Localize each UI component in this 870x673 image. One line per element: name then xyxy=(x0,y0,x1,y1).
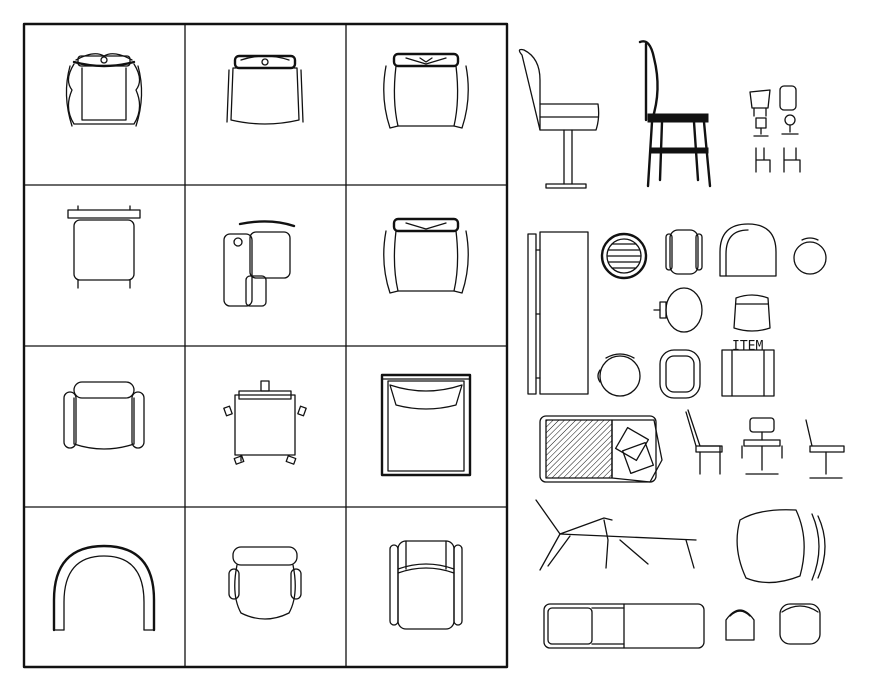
item-label: ITEM xyxy=(732,339,763,354)
deck-chair-icon xyxy=(535,499,697,571)
round-chair-icon xyxy=(597,353,641,397)
swivel-chair-icon xyxy=(228,546,302,620)
bench-elevation-icon xyxy=(527,231,589,395)
recliner-icon xyxy=(389,540,463,630)
round-back-chair-icon xyxy=(52,544,156,632)
round-back-chair-icon xyxy=(725,609,755,641)
club-chair-icon xyxy=(659,349,701,399)
armchair-ornate-icon xyxy=(383,52,469,129)
round-chair-icon xyxy=(736,509,826,584)
lounge-chair-icon xyxy=(380,373,472,477)
furniture-grid xyxy=(22,22,509,669)
armchair-ornate-icon xyxy=(65,53,143,127)
round-chair-icon xyxy=(793,237,827,275)
club-chair-icon xyxy=(779,603,821,645)
sofa-l-shape-icon xyxy=(223,220,296,307)
task-chair-icon xyxy=(805,419,845,479)
armchair-ornate-icon xyxy=(226,54,304,125)
armchair-ornate-icon xyxy=(383,217,469,294)
bistro-chair-icon xyxy=(638,40,712,188)
task-chair-icon xyxy=(741,417,783,475)
round-back-chair-icon xyxy=(719,223,777,277)
chair-set-icon xyxy=(749,85,801,173)
chaise-lounge-icon xyxy=(543,603,705,649)
side-chair-icon xyxy=(685,409,723,475)
office-chair-icon xyxy=(223,380,307,465)
armchair-plan-icon xyxy=(653,287,703,333)
chair-with-label-icon: ITEM xyxy=(721,339,775,397)
round-chair-icon xyxy=(600,232,648,280)
bar-stool-icon xyxy=(518,48,600,189)
chair-plan-icon xyxy=(67,205,141,289)
chaise-lounge-icon xyxy=(539,415,663,483)
club-chair-icon xyxy=(733,294,771,332)
club-chair-icon xyxy=(63,381,145,450)
club-chair-icon xyxy=(665,229,703,275)
